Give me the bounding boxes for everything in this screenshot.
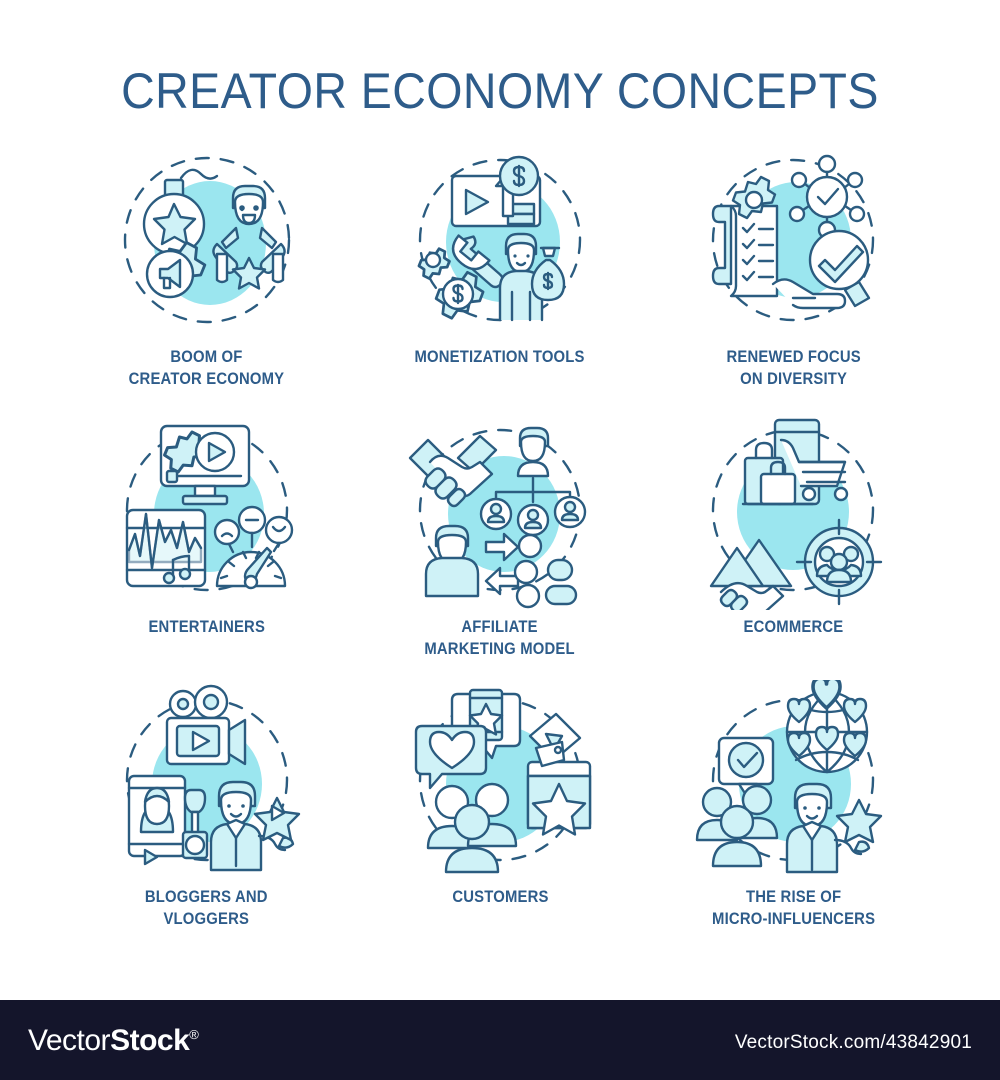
concept-label: ENTERTAINERS [148, 618, 265, 636]
watermark-footer: VectorStock® VectorStock.com/43842901 [0, 1000, 1000, 1080]
concept-label: MONETIZATION TOOLS [414, 348, 586, 366]
concept-label: AFFILIATE MARKETING MODEL [424, 618, 576, 658]
concept-card-bloggers-and-vloggers[interactable]: BLOGGERS AND VLOGGERS [60, 680, 353, 950]
concept-card-boom-of-creator-economy[interactable]: BOOM OF CREATOR ECONOMY [60, 140, 353, 410]
customers-icon [400, 680, 600, 880]
concept-label: THE RISE OF MICRO-INFLUENCERS [711, 888, 875, 928]
logo-registered-mark: ® [189, 1027, 199, 1042]
concept-card-ecommerce[interactable]: ECOMMERCE [647, 410, 940, 680]
concept-label: CUSTOMERS [451, 888, 549, 906]
vectorstock-logo: VectorStock® [28, 1024, 199, 1058]
concept-label: BLOGGERS AND VLOGGERS [145, 888, 269, 928]
renewed-focus-on-diversity-icon [693, 140, 893, 340]
concept-label: RENEWED FOCUS ON DIVERSITY [726, 348, 861, 388]
logo-stock-text: Stock [110, 1024, 190, 1057]
concept-label: BOOM OF CREATOR ECONOMY [128, 348, 285, 388]
logo-vector-text: Vector [28, 1024, 111, 1057]
concept-card-customers[interactable]: CUSTOMERS [353, 680, 646, 950]
concept-card-renewed-focus-on-diversity[interactable]: RENEWED FOCUS ON DIVERSITY [647, 140, 940, 410]
concept-grid: BOOM OF CREATOR ECONOMY [60, 140, 940, 950]
bloggers-and-vloggers-icon [107, 680, 307, 880]
concept-label: ECOMMERCE [743, 618, 844, 636]
concept-card-monetization-tools[interactable]: MONETIZATION TOOLS [353, 140, 646, 410]
page-title: CREATOR ECONOMY CONCEPTS [121, 63, 879, 119]
concept-card-affiliate-marketing-model[interactable]: AFFILIATE MARKETING MODEL [353, 410, 646, 680]
ecommerce-icon [693, 410, 893, 610]
the-rise-of-micro-influencers-icon [693, 680, 893, 880]
boom-of-creator-economy-icon [107, 140, 307, 340]
concept-card-entertainers[interactable]: ENTERTAINERS [60, 410, 353, 680]
affiliate-marketing-model-icon [400, 410, 600, 610]
vectorstock-url: VectorStock.com/43842901 [734, 1032, 972, 1053]
entertainers-icon [107, 410, 307, 610]
concept-card-the-rise-of-micro-influencers[interactable]: THE RISE OF MICRO-INFLUENCERS [647, 680, 940, 950]
monetization-tools-icon [400, 140, 600, 340]
